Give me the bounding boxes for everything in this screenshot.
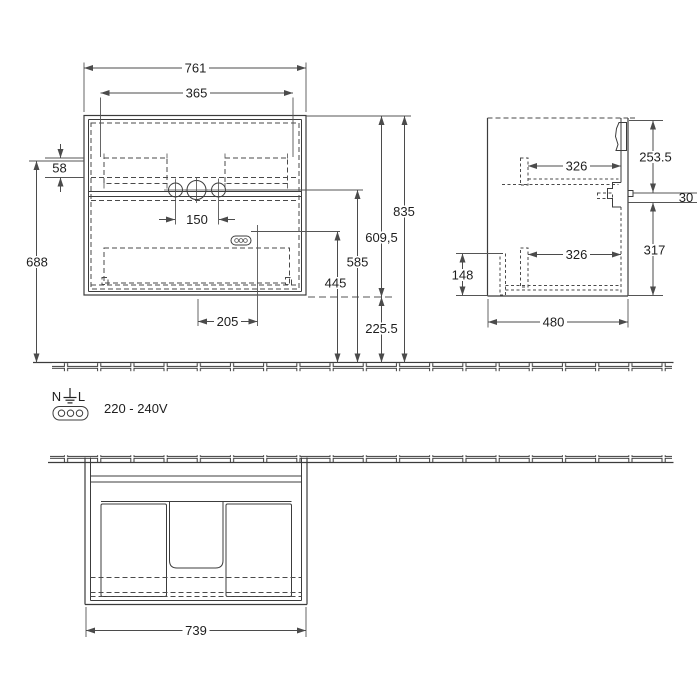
dim-445: 445 <box>325 276 347 291</box>
earth-ground-icon <box>63 388 77 404</box>
dim-761-label: 761 <box>182 61 209 76</box>
front-inner-carcass <box>90 122 300 290</box>
dim-835-label: 835 <box>390 204 418 219</box>
wall-hatch <box>48 455 674 464</box>
voltage-label: 220 - 240V <box>104 401 168 416</box>
socket-cutout-icon <box>230 235 252 246</box>
basin-bowl <box>169 501 224 569</box>
dim-480: 480 <box>543 315 565 330</box>
front-cutout-right <box>224 157 288 184</box>
dim-150-label: 150 <box>186 212 208 227</box>
rail-lower <box>520 247 529 288</box>
dim-739: 739 <box>185 623 207 638</box>
dim-205-label: 205 <box>214 314 241 329</box>
dim-688: 688 <box>26 255 48 270</box>
dim-58: 58 <box>52 161 66 176</box>
power-neutral-label: N <box>52 389 61 404</box>
front-view-dimensions: 761 365 58 688 150 205 445 585 <box>23 61 418 363</box>
dim-253-5: 253.5 <box>639 150 672 165</box>
dim-148-label: 148 <box>449 268 476 283</box>
rail-bracket-top <box>614 122 627 151</box>
front-cutout-left <box>103 157 168 184</box>
dim-30-label: 30 <box>679 190 693 205</box>
tap-holes <box>164 177 230 203</box>
dim-326-top-label: 326 <box>563 159 590 174</box>
front-view <box>83 114 307 296</box>
rail-upper <box>520 157 529 186</box>
dim-317-label: 317 <box>641 243 668 258</box>
dim-585-label: 585 <box>344 255 371 270</box>
dim-253-5-label: 253.5 <box>637 150 674 165</box>
dim-150: 150 <box>186 212 208 227</box>
dim-365: 365 <box>186 86 208 101</box>
dim-609-5-label: 609,5 <box>363 230 400 245</box>
dim-326-bottom: 326 <box>566 247 588 262</box>
dim-326-top: 326 <box>566 159 588 174</box>
side-view-dimensions: 326 326 253.5 30 317 148 480 <box>449 120 697 330</box>
socket-icon <box>52 406 89 421</box>
dim-445-label: 445 <box>322 276 349 291</box>
washbasin-outline <box>100 501 292 597</box>
front-cutout-lower <box>103 247 290 284</box>
floor-hatch <box>33 361 674 372</box>
dim-317: 317 <box>644 243 666 258</box>
dim-148: 148 <box>452 268 474 283</box>
dim-225-5: 225.5 <box>365 321 398 336</box>
bottom-view-dimensions: 739 <box>85 607 307 638</box>
dim-609-5: 609,5 <box>365 230 398 245</box>
foot-bracket <box>499 253 506 296</box>
dim-205: 205 <box>217 314 239 329</box>
wall-bracket <box>597 182 634 208</box>
dim-58-label: 58 <box>52 161 66 176</box>
front-cabinet-outline <box>83 114 307 296</box>
dim-739-label: 739 <box>182 623 210 638</box>
dim-326-bottom-label: 326 <box>563 247 590 262</box>
dim-761: 761 <box>185 61 207 76</box>
bottom-view <box>84 457 308 606</box>
power-symbol: N L 220 - 240V <box>52 388 168 421</box>
dim-688-label: 688 <box>23 255 50 270</box>
dim-585: 585 <box>347 255 369 270</box>
side-view <box>486 117 638 297</box>
dim-365-label: 365 <box>183 86 210 101</box>
dim-30: 30 <box>679 190 693 205</box>
dim-835: 835 <box>393 204 415 219</box>
power-line-label: L <box>78 389 85 404</box>
dim-480-label: 480 <box>540 315 567 330</box>
dim-225-5-label: 225.5 <box>364 321 400 336</box>
